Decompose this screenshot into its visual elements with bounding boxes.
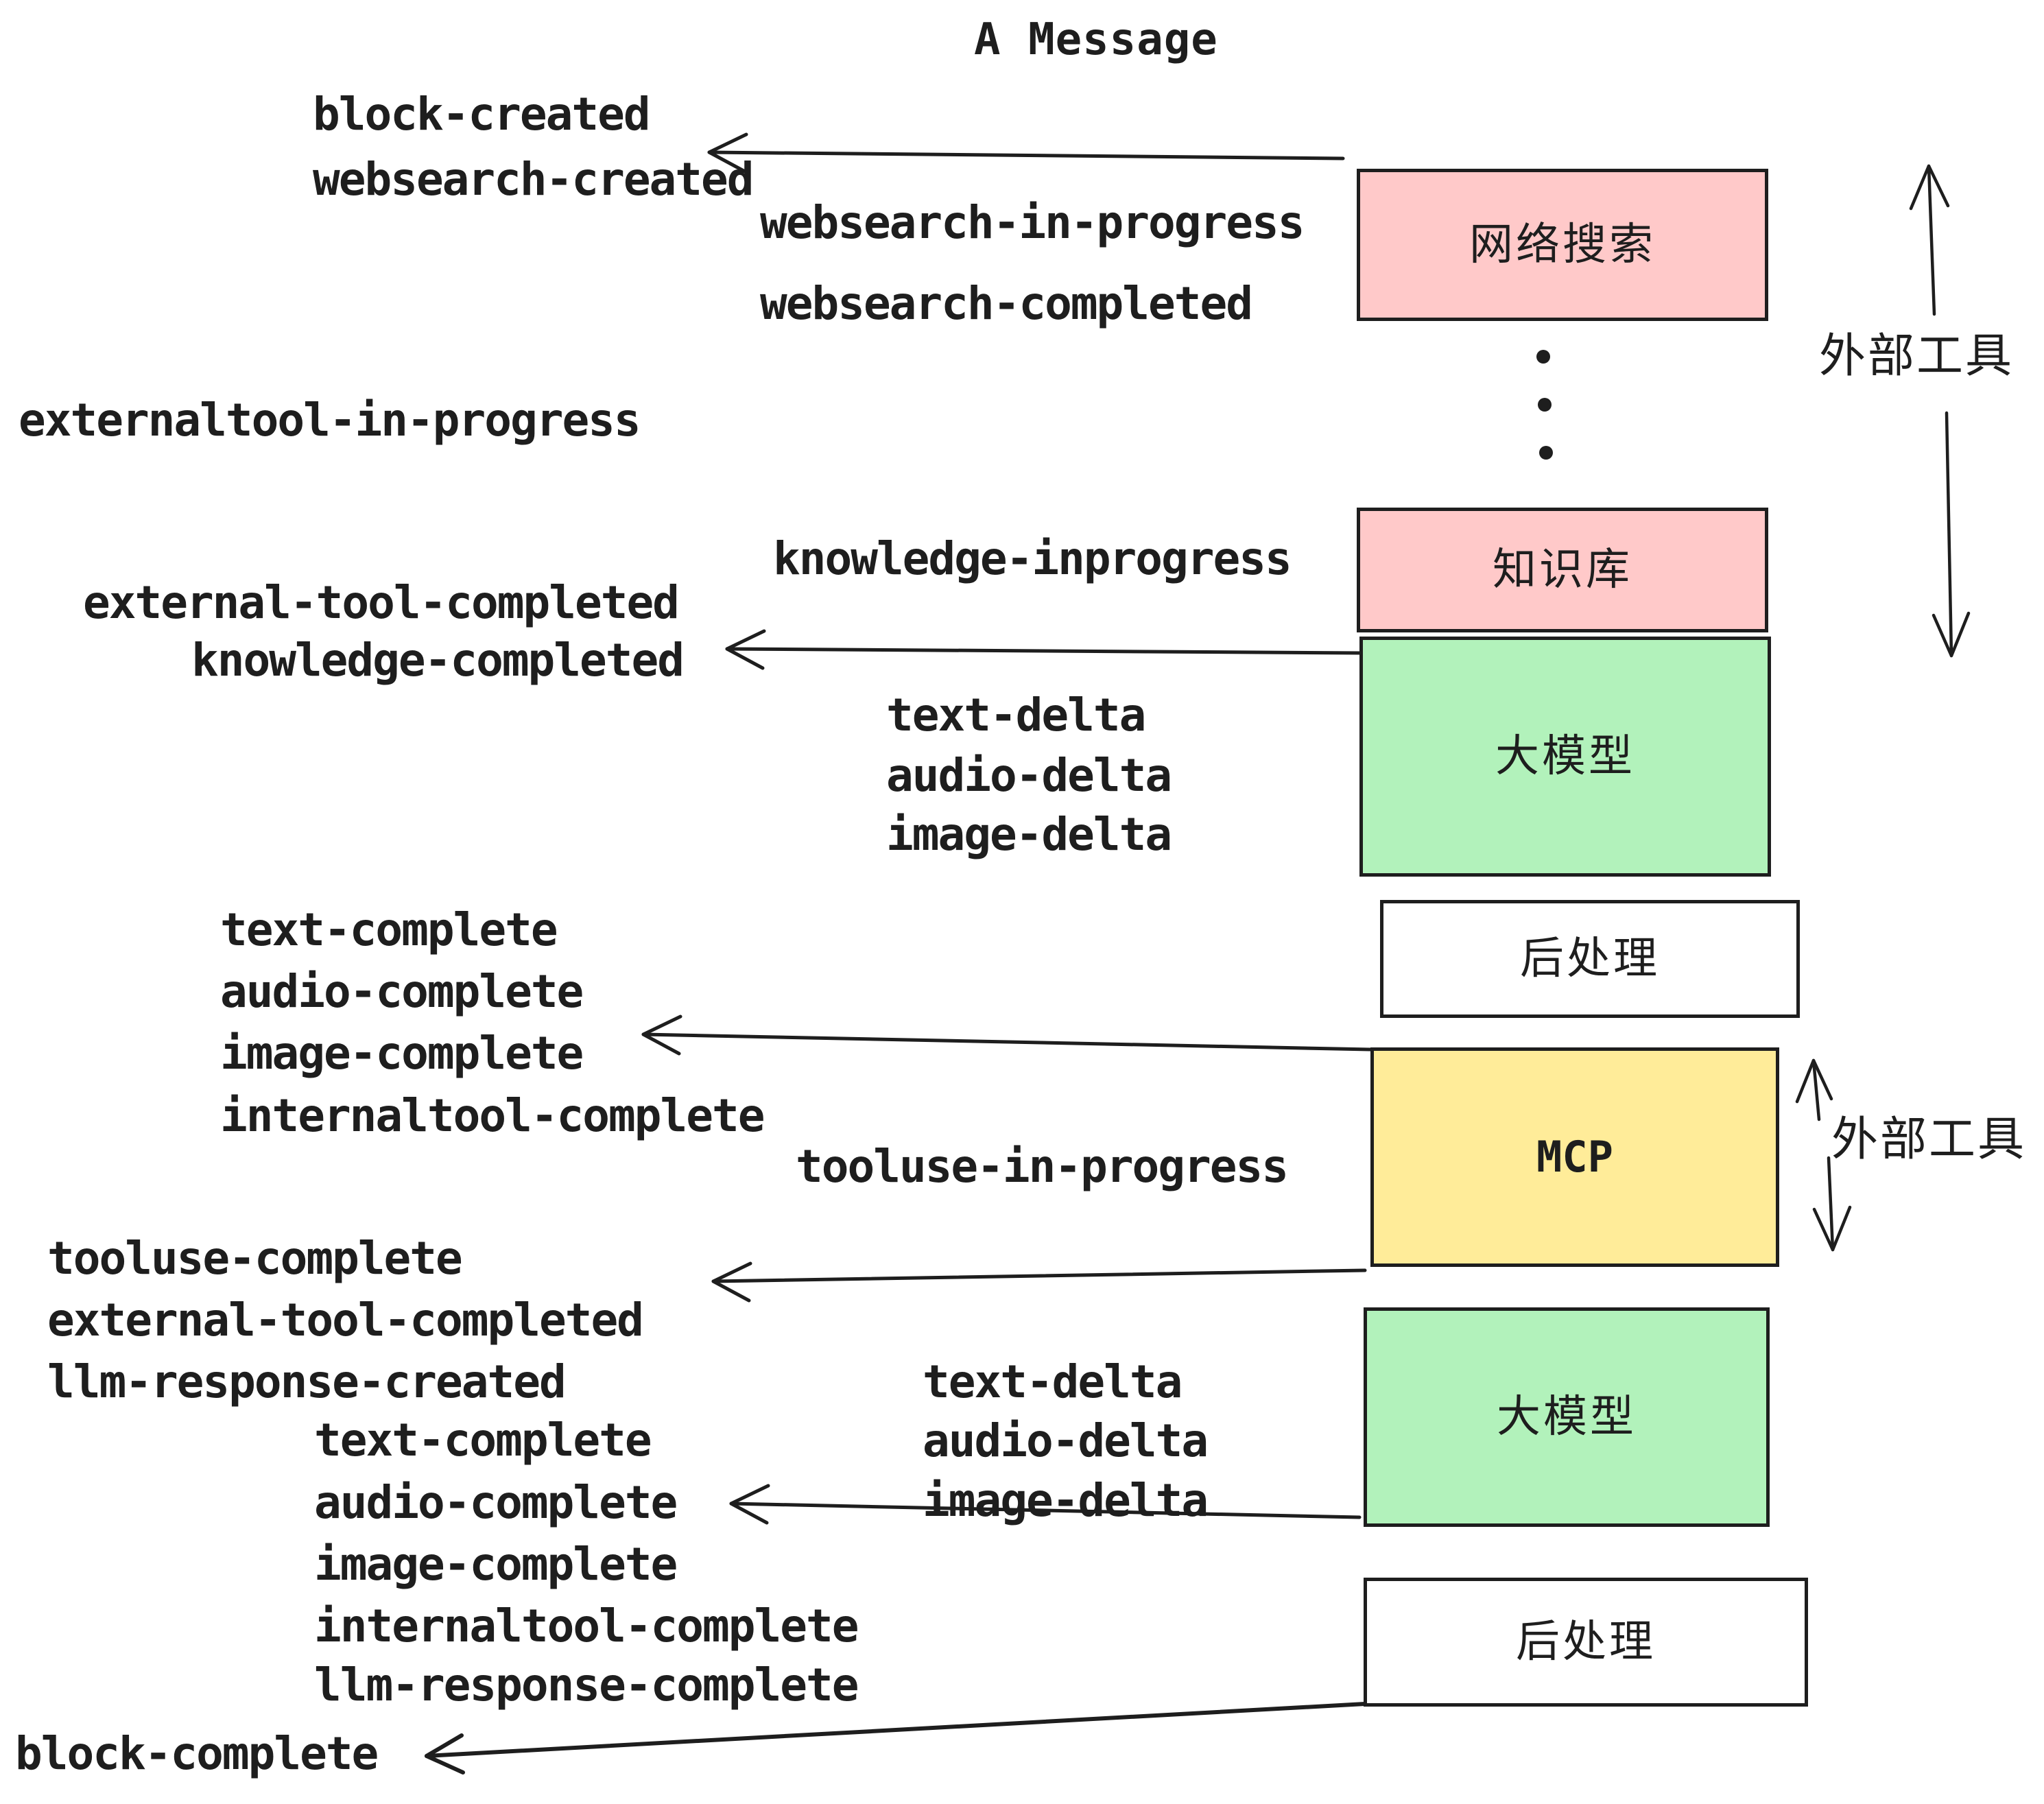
external-tools-label-1: 外部工具 (1819, 329, 2015, 383)
node-postprocess-2: 后处理 (1364, 1578, 1808, 1707)
event-knowledge-inprogress: knowledge-inprogress (773, 532, 1292, 585)
event-audio-delta-2: audio-delta (923, 1414, 1209, 1467)
event-image-complete-1: image-complete (220, 1027, 584, 1080)
event-websearch-created: websearch-created (313, 153, 754, 206)
external-tools-label-2: 外部工具 (1831, 1113, 2027, 1167)
node-mcp-label: MCP (1536, 1132, 1613, 1182)
node-postprocess-1: 后处理 (1380, 900, 1800, 1018)
diagram-title: A Message (974, 14, 1218, 65)
event-image-complete-2: image-complete (314, 1538, 678, 1591)
event-image-delta-1: image-delta (886, 808, 1172, 861)
arrow-to-tooluse-complete (711, 1261, 1367, 1303)
event-audio-complete-1: audio-complete (220, 965, 584, 1018)
node-postprocess-1-label: 后处理 (1520, 934, 1660, 984)
external-tool-up-arrow (1909, 164, 1950, 316)
node-llm-2: 大模型 (1364, 1307, 1770, 1527)
event-audio-complete-2: audio-complete (314, 1476, 678, 1529)
event-internaltool-complete-1: internaltool-complete (220, 1089, 765, 1142)
node-llm-1: 大模型 (1359, 637, 1771, 877)
node-mcp: MCP (1370, 1047, 1779, 1267)
event-block-created: block-created (313, 88, 651, 141)
event-tooluse-complete: tooluse-complete (47, 1232, 463, 1285)
arrow-to-audio-complete (729, 1484, 1362, 1525)
node-knowledge-base-label: 知识库 (1493, 545, 1632, 595)
mcp-external-tool-up-arrow (1795, 1058, 1833, 1121)
arrow-to-block-created (707, 132, 1345, 174)
event-external-tool-completed-1: external-tool-completed (83, 576, 680, 629)
event-image-delta-2: image-delta (923, 1474, 1209, 1527)
ellipsis-dots (1536, 350, 1553, 460)
event-block-complete: block-complete (15, 1727, 379, 1780)
event-text-delta-1: text-delta (886, 689, 1146, 741)
event-llm-response-complete: llm-response-complete (314, 1659, 859, 1711)
event-audio-delta-1: audio-delta (886, 749, 1172, 802)
node-websearch: 网络搜索 (1357, 169, 1768, 321)
arrow-to-knowledge-completed (725, 629, 1364, 670)
node-llm-1-label: 大模型 (1495, 731, 1635, 782)
arrow-to-block-complete (425, 1702, 1367, 1775)
event-internaltool-complete-2: internaltool-complete (314, 1600, 859, 1652)
mcp-external-tool-down-arrow (1812, 1156, 1852, 1252)
node-postprocess-2-label: 后处理 (1516, 1617, 1656, 1667)
node-llm-2-label: 大模型 (1497, 1392, 1637, 1443)
event-text-delta-2: text-delta (923, 1355, 1183, 1408)
event-text-complete-2: text-complete (314, 1414, 652, 1467)
event-tooluse-in-progress: tooluse-in-progress (796, 1140, 1289, 1193)
event-websearch-in-progress: websearch-in-progress (760, 196, 1305, 249)
event-text-complete-1: text-complete (220, 903, 558, 956)
external-tool-down-arrow (1932, 411, 1971, 658)
node-knowledge-base: 知识库 (1357, 508, 1768, 632)
arrow-to-image-complete (641, 1014, 1372, 1056)
event-externaltool-in-progress: externaltool-in-progress (19, 394, 641, 447)
event-external-tool-completed-2: external-tool-completed (47, 1294, 644, 1346)
event-websearch-completed: websearch-completed (760, 277, 1253, 330)
event-llm-response-created: llm-response-created (47, 1355, 567, 1408)
node-websearch-label: 网络搜索 (1469, 219, 1656, 270)
event-knowledge-completed: knowledge-completed (191, 634, 685, 687)
